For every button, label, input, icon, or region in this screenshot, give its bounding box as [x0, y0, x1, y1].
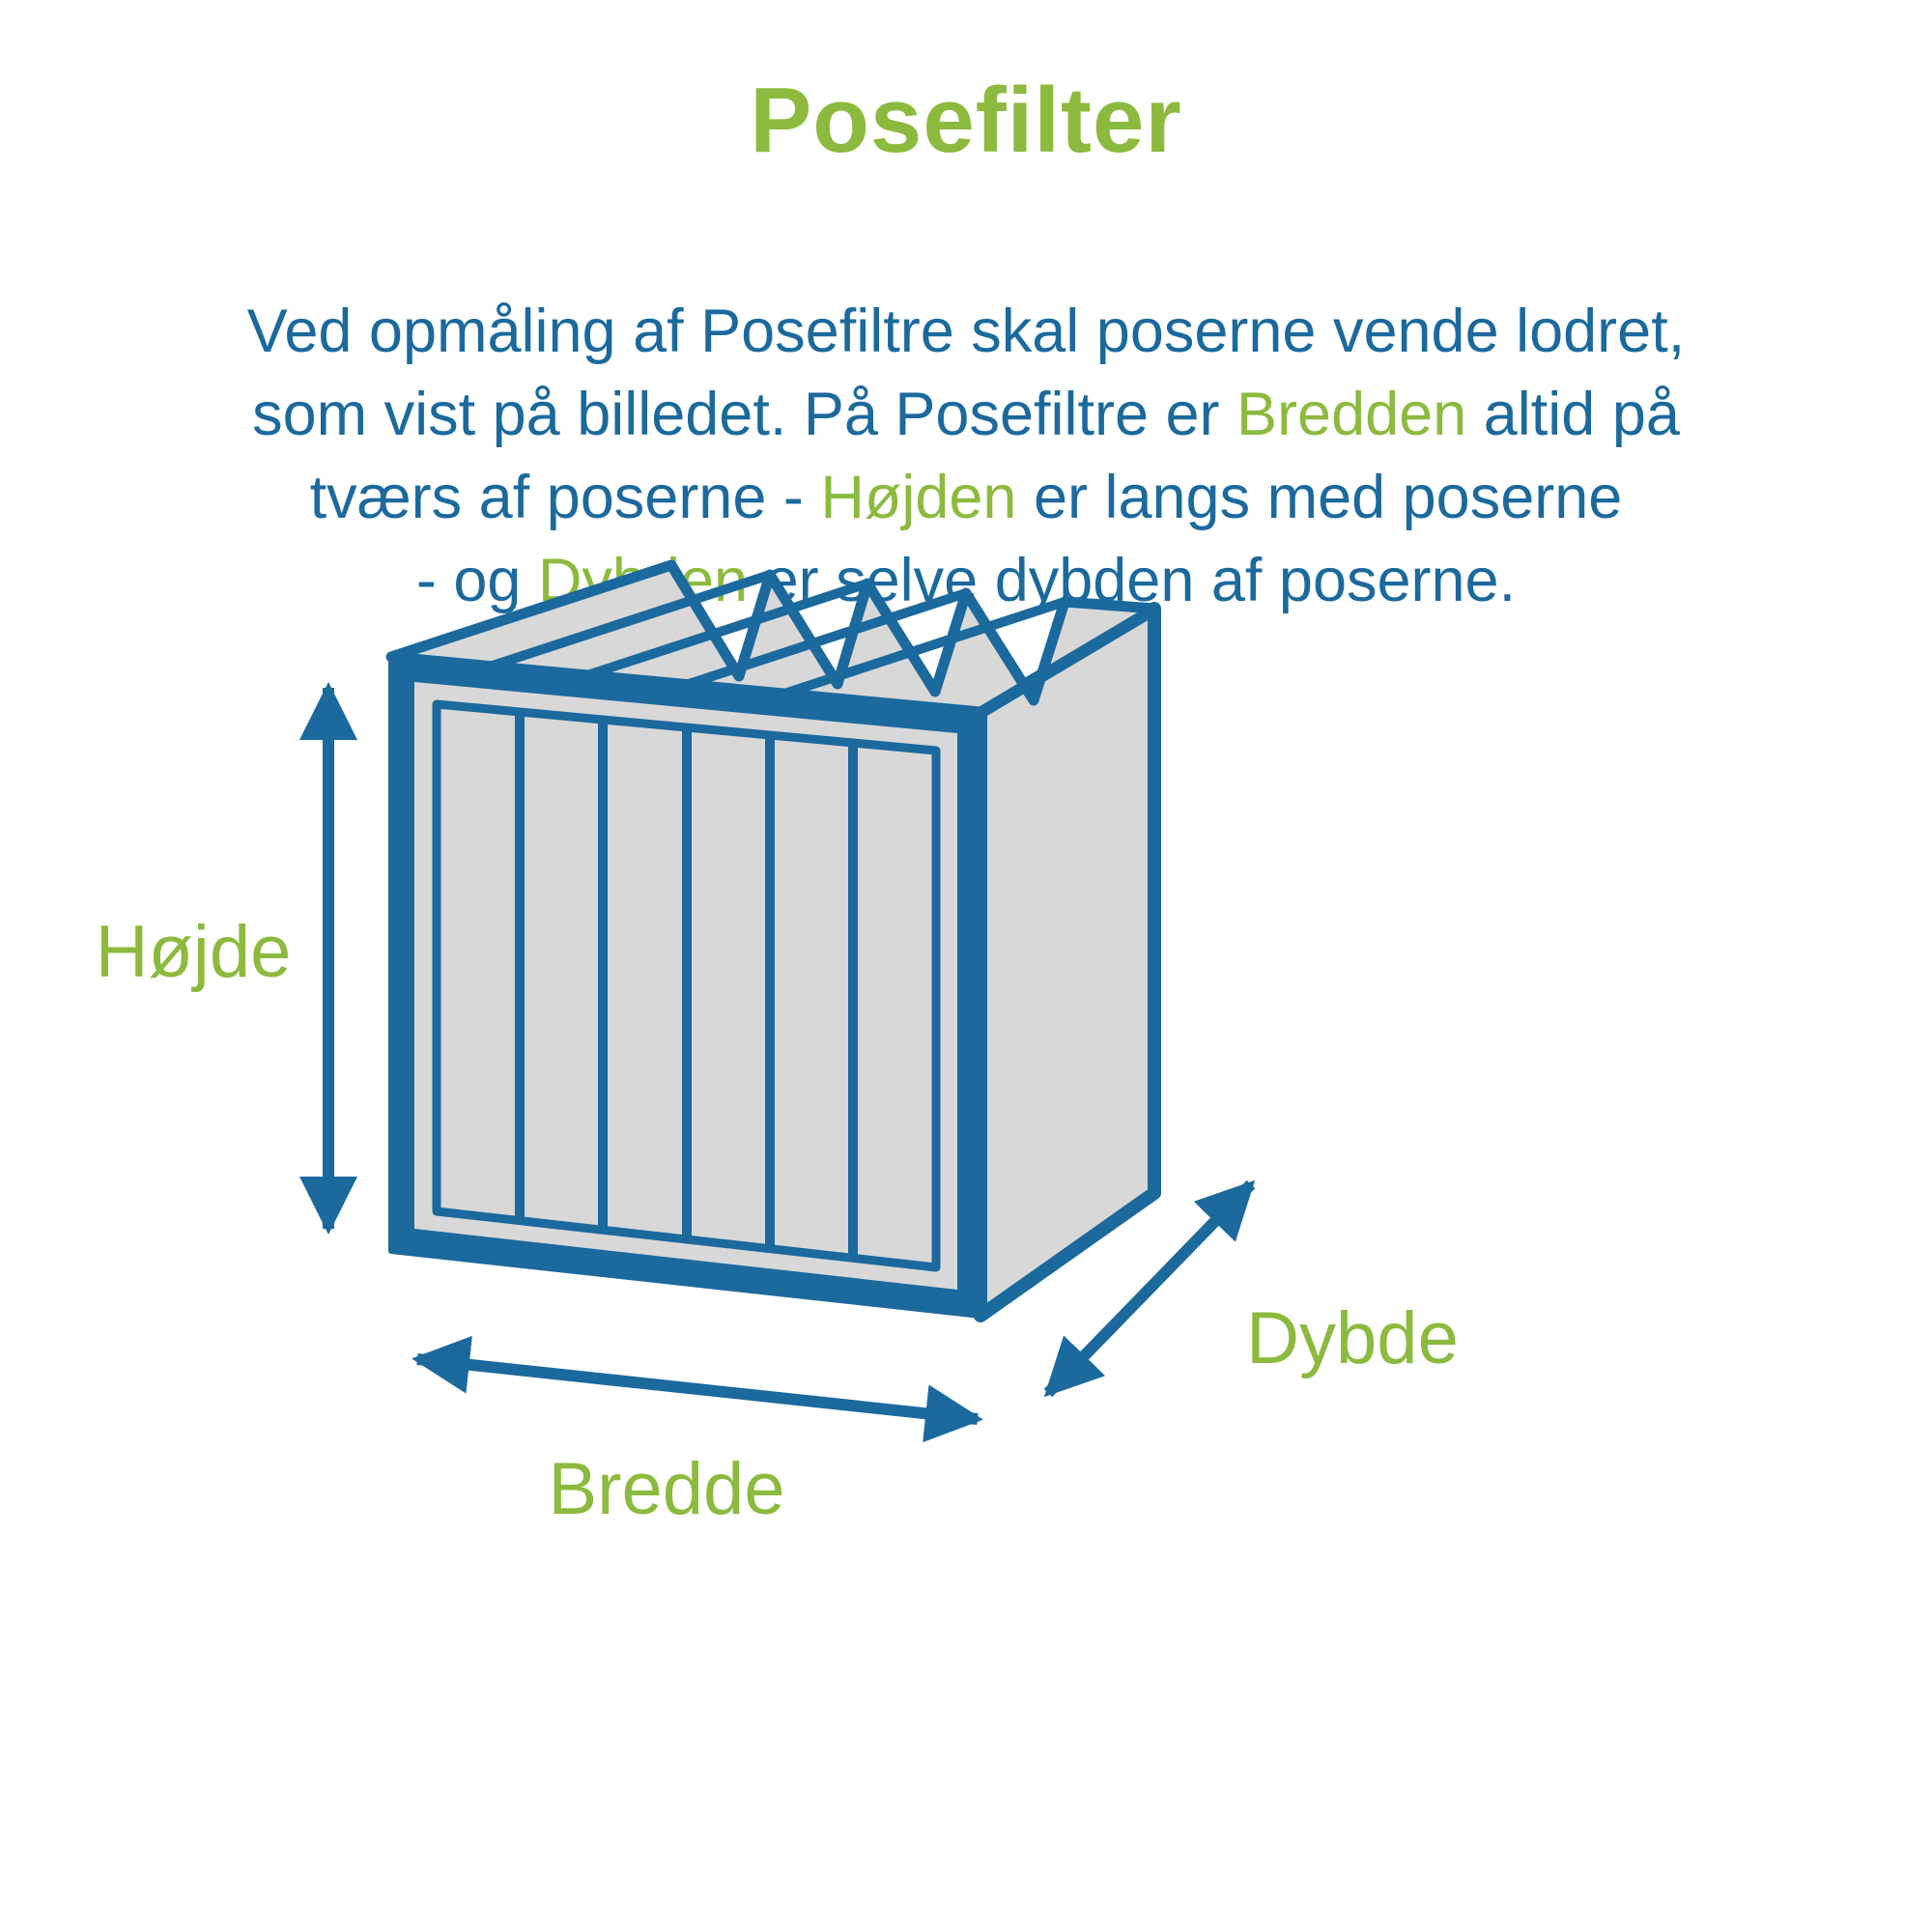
instruction-line2-b: altid på [1466, 381, 1680, 448]
instruction-line1: Ved opmåling af Posefiltre skal poserne … [246, 298, 1686, 365]
instruction-line3-a: tværs af poserne - [309, 464, 821, 531]
instruction-line4-a: - og [415, 547, 538, 614]
highlight-hojden: Højden [820, 464, 1017, 531]
width-label: Bredde [548, 1448, 785, 1530]
height-label: Højde [95, 911, 292, 993]
instruction-line3-b: er langs med poserne [1016, 464, 1623, 531]
filter-bag-pleats [385, 559, 1160, 718]
depth-arrow [1043, 1179, 1256, 1398]
page-title: Posefilter [750, 69, 1182, 172]
filter-side-panel [974, 602, 1161, 1322]
bag-dividers [515, 712, 858, 1258]
bag-wall-edges [485, 570, 1069, 698]
depth-label: Dybde [1246, 1297, 1459, 1379]
instruction-text: Ved opmåling af Posefiltre skal poserne … [58, 290, 1874, 622]
instruction-line2-a: som vist på billedet. På Posefiltre er [252, 381, 1237, 448]
highlight-bredden: Bredden [1236, 381, 1467, 448]
width-arrow [412, 1335, 983, 1443]
